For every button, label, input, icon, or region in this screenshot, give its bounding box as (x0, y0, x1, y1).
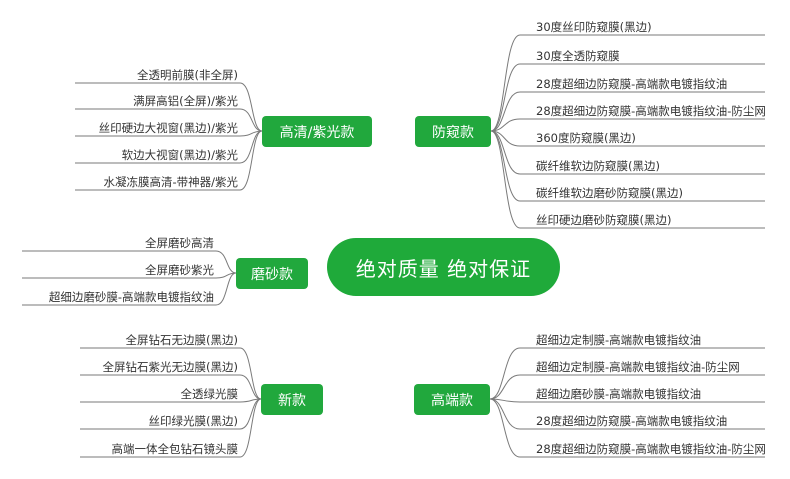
connector-curve (490, 34, 521, 132)
leaf-topic[interactable]: 高端一体全包钻石镜头膜 (111, 442, 239, 456)
connector-curve (490, 130, 521, 202)
connector-curve (239, 374, 262, 400)
leaf-topic[interactable]: 超细边磨砂膜-高端款电镀指纹油 (48, 290, 214, 304)
connector-curve (489, 347, 521, 400)
connector-curve (239, 130, 263, 191)
leaf-topic[interactable]: 超细边定制膜-高端款电镀指纹油 (536, 333, 702, 347)
connector-curve (489, 398, 521, 430)
connector-curve (239, 82, 263, 132)
leaf-topic[interactable]: 30度全透防窥膜 (536, 49, 620, 63)
connector-curve (490, 130, 521, 229)
leaf-topic[interactable]: 28度超细边防窥膜-高端款电镀指纹油 (536, 77, 728, 91)
connector-curve (490, 91, 521, 132)
leaf-topic[interactable]: 丝印硬边大视窗(黑边)/紫光 (98, 121, 238, 135)
leaf-topic[interactable]: 软边大视窗(黑边)/紫光 (121, 148, 238, 162)
leaf-topic[interactable]: 水凝冻膜高清-带神器/紫光 (103, 175, 238, 189)
leaf-topic[interactable]: 超细边磨砂膜-高端款电镀指纹油 (536, 387, 702, 401)
connector-curve (239, 108, 263, 132)
leaf-topic[interactable]: 360度防窥膜(黑边) (536, 131, 636, 145)
leaf-topic[interactable]: 28度超细边防窥膜-高端款电镀指纹油 (536, 414, 728, 428)
leaf-topic[interactable]: 丝印硬边磨砂防窥膜(黑边) (536, 213, 672, 227)
leaf-topic[interactable]: 碳纤维软边防窥膜(黑边) (536, 159, 660, 173)
connector-curve (489, 398, 521, 458)
branch-matte[interactable]: 磨砂款 (236, 258, 308, 289)
connector-curve (215, 272, 237, 306)
branch-hd-uv[interactable]: 高清/紫光款 (262, 116, 372, 147)
connector-curve (489, 374, 521, 400)
leaf-topic[interactable]: 28度超细边防窥膜-高端款电镀指纹油-防尘网 (536, 442, 766, 456)
connector-curve (490, 63, 521, 132)
connector-curve (215, 250, 237, 274)
leaf-topic[interactable]: 全透绿光膜 (180, 387, 239, 401)
connector-curve (239, 347, 262, 400)
connector-curve (239, 398, 262, 430)
leaf-topic[interactable]: 全屏磨砂紫光 (145, 263, 214, 277)
leaf-topic[interactable]: 超细边定制膜-高端款电镀指纹油-防尘网 (536, 360, 740, 374)
branch-premium[interactable]: 高端款 (414, 384, 490, 415)
branch-privacy[interactable]: 防窥款 (415, 116, 491, 147)
connector-curve (490, 118, 521, 132)
connector-curve (239, 398, 262, 458)
leaf-topic[interactable]: 30度丝印防窥膜(黑边) (536, 20, 652, 34)
leaf-topic[interactable]: 全透明前膜(非全屏) (137, 68, 238, 82)
leaf-topic[interactable]: 全屏钻石紫光无边膜(黑边) (102, 360, 238, 374)
leaf-topic[interactable]: 满屏高铝(全屏)/紫光 (133, 94, 238, 108)
branch-new[interactable]: 新款 (261, 384, 323, 415)
leaf-topic[interactable]: 丝印绿光膜(黑边) (148, 414, 238, 428)
leaf-topic[interactable]: 碳纤维软边磨砂防窥膜(黑边) (536, 186, 683, 200)
leaf-topic[interactable]: 全屏磨砂高清 (145, 236, 214, 250)
leaf-topic[interactable]: 28度超细边防窥膜-高端款电镀指纹油-防尘网 (536, 104, 766, 118)
central-topic[interactable]: 绝对质量 绝对保证 (327, 238, 560, 296)
leaf-topic[interactable]: 全屏钻石无边膜(黑边) (125, 333, 238, 347)
